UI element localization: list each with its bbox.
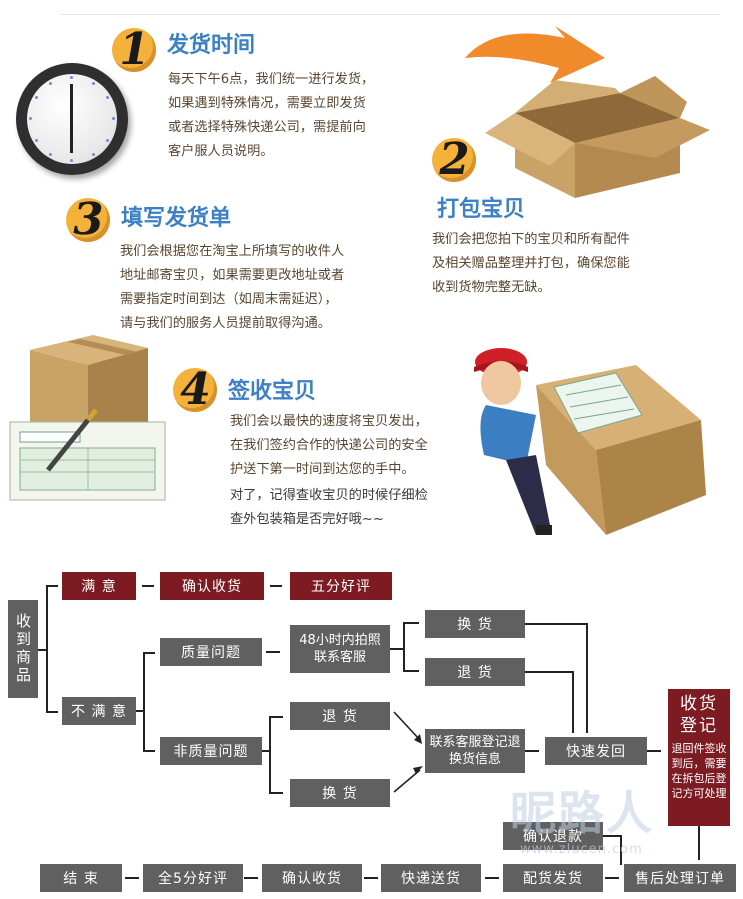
five-star-review-box: 五分好评 xyxy=(290,572,392,600)
after-sale-order-box: 售后处理订单 xyxy=(624,864,736,892)
top-divider xyxy=(60,14,720,15)
step-2-text: 我们会把您拍下的宝贝和所有配件 及相关赠品整理并打包，确保您能 收到货物完整无缺… xyxy=(432,228,630,300)
exchange-bottom-box: 换 货 xyxy=(290,779,390,807)
receive-goods-label: 收到商品 xyxy=(14,613,32,685)
box-and-form-illustration xyxy=(9,335,166,501)
step-3-text: 我们会根据您在淘宝上所填写的收件人 地址邮寄宝贝，如果需要更改地址或者 需要指定… xyxy=(120,240,344,336)
step-3-badge: 3 xyxy=(66,194,110,245)
receive-register-box: 收货登记 退回件签收到后，需要在拆包后登记方可处理 xyxy=(668,689,730,826)
receive-register-desc: 退回件签收到后，需要在拆包后登记方可处理 xyxy=(671,742,727,800)
step-2-line: 收到货物完整无缺。 xyxy=(432,280,551,295)
express-delivery-box: 快递送货 xyxy=(381,864,481,892)
step-4-line: 对了，记得查收宝贝的时候仔细检 xyxy=(230,488,428,503)
step-1-text: 每天下午6点，我们统一进行发货， 如果遇到特殊情况，需要立即发货 或者选择特殊快… xyxy=(168,68,374,164)
clock-icon xyxy=(16,63,128,175)
photo-contact-box: 48小时内拍照联系客服 xyxy=(290,625,390,673)
step-2-title: 打包宝贝 xyxy=(437,197,526,222)
step-3-title: 填写发货单 xyxy=(121,206,232,231)
step-4-line: 护送下第一时间到达您的手中。 xyxy=(230,462,415,477)
contact-register-box: 联系客服登记退换货信息 xyxy=(425,729,525,773)
step-4-badge: 4 xyxy=(173,364,217,415)
confirm-receipt-2-box: 确认收货 xyxy=(262,864,362,892)
step-3-line: 请与我们的服务人员提前取得沟通。 xyxy=(120,316,331,331)
step-4-text: 我们会以最快的速度将宝贝发出， 在我们签约合作的快递公司的安全 护送下第一时间到… xyxy=(230,410,428,482)
confirm-refund-box: 确认退款 xyxy=(503,822,603,850)
watermark-url: www.zlucen.com xyxy=(520,842,643,857)
receive-register-title: 收货登记 xyxy=(680,694,718,736)
step-1-line: 或者选择特殊快递公司，需提前向 xyxy=(168,120,366,135)
step-4-line: 查外包装箱是否完好哦~~ xyxy=(230,512,384,527)
quality-issue-box: 质量问题 xyxy=(160,638,262,666)
step-1-line: 客户服人员说明。 xyxy=(168,144,274,159)
end-box: 结 束 xyxy=(40,864,122,892)
unsatisfied-box: 不 满 意 xyxy=(62,697,136,725)
step-4-title: 签收宝贝 xyxy=(228,379,317,404)
ship-back-box: 快速发回 xyxy=(545,737,647,765)
step-1-line: 如果遇到特殊情况，需要立即发货 xyxy=(168,96,366,111)
full-five-star-box: 全5分好评 xyxy=(143,864,243,892)
step-1-badge: 1 xyxy=(112,24,156,75)
step-3-line: 需要指定时间到达（如周末需延迟）， xyxy=(120,292,338,307)
step-2-line: 我们会把您拍下的宝贝和所有配件 xyxy=(432,232,630,247)
step-4-line: 在我们签约合作的快递公司的安全 xyxy=(230,438,428,453)
step-1-title: 发货时间 xyxy=(167,33,256,58)
confirm-receipt-box: 确认收货 xyxy=(160,572,264,600)
exchange-top-box: 换 货 xyxy=(425,610,525,638)
receive-goods-box: 收到商品 xyxy=(8,600,38,698)
step-3-line: 我们会根据您在淘宝上所填写的收件人 xyxy=(120,244,345,259)
step-4-line: 我们会以最快的速度将宝贝发出， xyxy=(230,414,428,429)
watermark-logo: 昵路人 xyxy=(510,786,654,840)
step-1-line: 每天下午6点，我们统一进行发货， xyxy=(168,72,375,87)
return-mid-box: 退 货 xyxy=(290,702,390,730)
step-3-line: 地址邮寄宝贝，如果需要更改地址或者 xyxy=(120,268,345,283)
open-box-illustration xyxy=(465,26,710,198)
step-2-line: 及相关赠品整理并打包，确保您能 xyxy=(432,256,630,271)
step-2-badge: 2 xyxy=(432,134,476,185)
step-4-note: 对了，记得查收宝贝的时候仔细检 查外包装箱是否完好哦~~ xyxy=(230,484,428,532)
non-quality-issue-box: 非质量问题 xyxy=(160,737,262,765)
dispatch-box: 配货发货 xyxy=(503,864,603,892)
return-top-box: 退 货 xyxy=(425,658,525,686)
diagonal-arrows xyxy=(393,711,423,793)
courier-illustration xyxy=(474,348,706,535)
satisfied-box: 满 意 xyxy=(62,572,136,600)
